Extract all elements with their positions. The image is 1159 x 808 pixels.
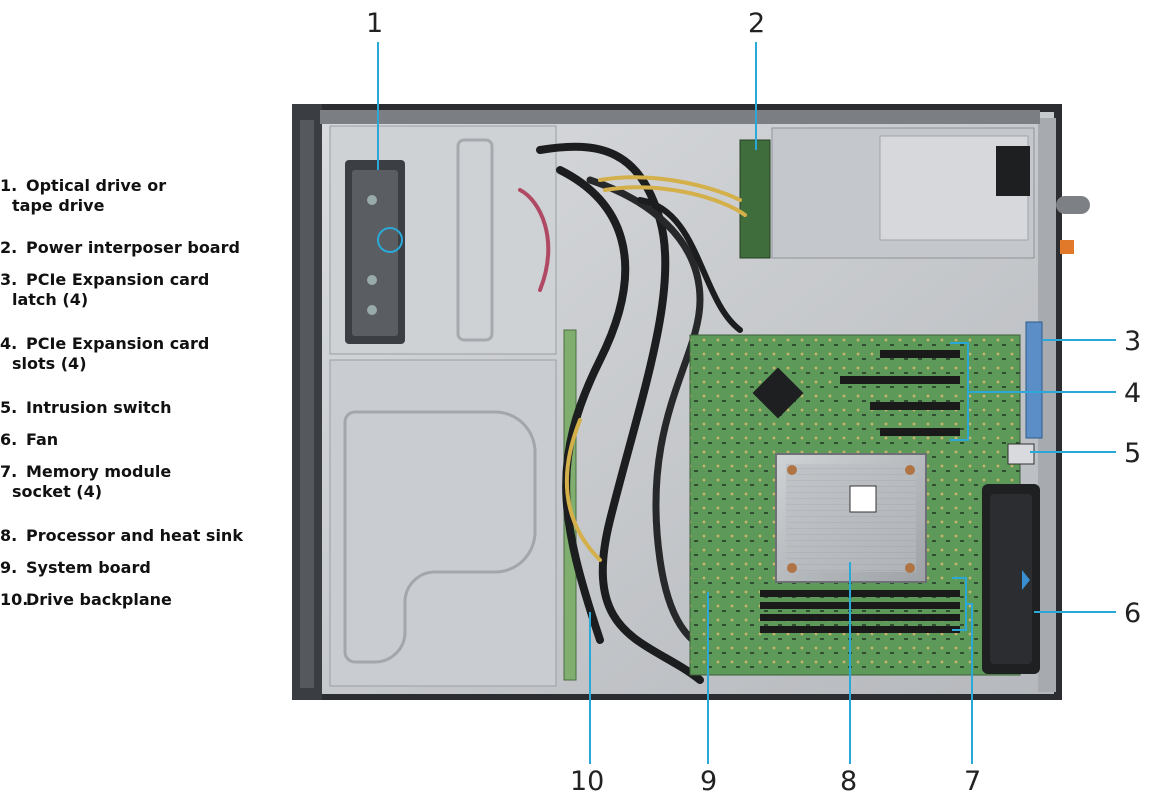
intrusion-switch (1007, 443, 1035, 465)
legend-label: Power interposer board (26, 238, 240, 257)
legend-item-4: 4. PCIe Expansion card slots (4) (0, 334, 209, 374)
legend-number: 9. (0, 558, 18, 577)
legend-item-6: 6. Fan (0, 430, 58, 450)
legend-label: Fan (26, 430, 59, 449)
legend-label: Processor and heat sink (26, 526, 243, 545)
legend-label-continued: tape drive (12, 196, 105, 215)
legend-label: Intrusion switch (26, 398, 172, 417)
legend-number: 1. (0, 176, 18, 195)
legend-number: 2. (0, 238, 18, 257)
fan (982, 484, 1040, 674)
legend-label-continued: socket (4) (12, 482, 103, 501)
legend-item-3: 3. PCIe Expansion card latch (4) (0, 270, 209, 310)
legend-label: PCIe Expansion card (26, 270, 210, 289)
legend-item-9: 9. System board (0, 558, 151, 578)
legend-number: 8. (0, 526, 18, 545)
callout-leaders (377, 42, 1116, 764)
pcie-latch (1025, 321, 1043, 439)
psu-bay (771, 127, 1090, 259)
callout-10: 10 (570, 766, 604, 797)
power-interposer-board (739, 139, 771, 259)
callout-5: 5 (1124, 438, 1141, 469)
legend-item-10: 10.Drive backplane (0, 590, 172, 610)
legend-label: Memory module (26, 462, 172, 481)
legend-number: 6. (0, 430, 18, 449)
legend-number: 5. (0, 398, 18, 417)
legend-label-continued: slots (4) (12, 354, 87, 373)
legend-number: 7. (0, 462, 18, 481)
callout-6: 6 (1124, 598, 1141, 629)
legend-item-1: 1. Optical drive or tape drive (0, 176, 166, 216)
memory-sockets (760, 590, 960, 633)
legend-item-7: 7. Memory module socket (4) (0, 462, 171, 502)
legend-item-2: 2. Power interposer board (0, 238, 240, 258)
heat-sink (775, 453, 927, 583)
legend-item-8: 8. Processor and heat sink (0, 526, 243, 546)
callout-3: 3 (1124, 326, 1141, 357)
legend-label-continued: latch (4) (12, 290, 89, 309)
legend-number: 10. (0, 590, 29, 609)
callout-2: 2 (748, 8, 765, 39)
legend-label: PCIe Expansion card (26, 334, 210, 353)
optical-drive (345, 160, 405, 344)
leader-4 (950, 342, 1116, 441)
callout-numbers: 1 2 3 4 5 6 7 8 9 10 (366, 8, 1141, 797)
legend-label: Optical drive or (26, 176, 167, 195)
legend-label: System board (26, 558, 151, 577)
callout-7: 7 (964, 766, 981, 797)
leader-7 (952, 577, 973, 764)
legend-item-5: 5. Intrusion switch (0, 398, 172, 418)
legend-number: 4. (0, 334, 18, 353)
callout-9: 9 (700, 766, 717, 797)
legend-label: Drive backplane (26, 590, 172, 609)
callout-1: 1 (366, 8, 383, 39)
callout-8: 8 (840, 766, 857, 797)
callout-4: 4 (1124, 378, 1141, 409)
legend-number: 3. (0, 270, 18, 289)
